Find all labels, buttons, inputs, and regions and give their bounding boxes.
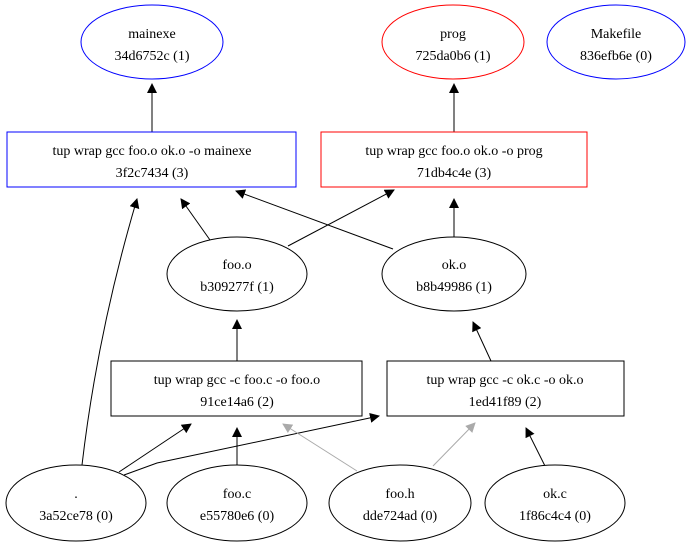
node-prog-shape [381,4,525,80]
node-mainexe-shape [80,4,224,80]
node-foo-o-hash: b309277f (1) [200,280,274,295]
node-dot-shape [5,464,147,542]
node-dot-hash: 3a52ce78 (0) [39,509,113,524]
node-cmd-prog[interactable]: tup wrap gcc foo.o ok.o -o prog 71db4c4e… [320,131,588,188]
node-ok-c-hash: 1f86c4c4 (0) [519,509,591,524]
node-makefile[interactable]: Makefile 836efb6e (0) [546,4,686,80]
node-cmd-foo-name: tup wrap gcc -c foo.c -o foo.o [154,373,320,388]
node-foo-h-name: foo.h [385,487,414,502]
node-ok-c-shape [484,464,626,542]
edge-foo_o-cmd_prog [287,189,395,247]
node-ok-o-name: ok.o [442,258,467,273]
node-cmd-prog-shape [320,131,588,188]
node-cmd-ok-name: tup wrap gcc -c ok.c -o ok.o [426,373,583,388]
node-foo-h-shape [328,464,472,542]
edge-dot-cmd_mainexe [81,198,140,466]
node-cmd-ok-shape [386,360,625,417]
edge-foo_h-cmd_foo [282,423,358,472]
node-foo-c-shape [166,464,308,542]
node-cmd-ok-hash: 1ed41f89 (2) [469,395,542,410]
node-foo-o-name: foo.o [222,258,251,273]
node-cmd-prog-hash: 71db4c4e (3) [417,166,492,181]
node-cmd-mainexe-hash: 3f2c7434 (3) [116,166,189,181]
node-prog[interactable]: prog 725da0b6 (1) [381,4,525,80]
node-foo-o-shape [166,236,308,312]
node-foo-c-name: foo.c [223,487,251,502]
node-mainexe-name: mainexe [128,27,175,42]
node-ok-o-hash: b8b49986 (1) [416,280,492,295]
node-makefile-name: Makefile [591,27,642,42]
node-ok-c-name: ok.c [543,487,567,502]
node-makefile-shape [546,4,686,80]
node-mainexe-hash: 34d6752c (1) [114,49,189,64]
node-foo-c-hash: e55780e6 (0) [200,509,275,524]
edge-dot-cmd_foo [118,423,192,473]
node-ok-o[interactable]: ok.o b8b49986 (1) [381,236,527,312]
node-cmd-mainexe-shape [6,131,297,188]
node-ok-o-shape [381,236,527,312]
edge-ok_c-cmd_ok [525,427,546,467]
node-prog-hash: 725da0b6 (1) [415,49,490,64]
node-cmd-mainexe[interactable]: tup wrap gcc foo.o ok.o -o mainexe 3f2c7… [6,131,297,188]
node-mainexe[interactable]: mainexe 34d6752c (1) [80,4,224,80]
node-makefile-hash: 836efb6e (0) [580,49,652,64]
node-foo-h-hash: dde724ad (0) [363,509,438,524]
node-cmd-foo[interactable]: tup wrap gcc -c foo.c -o foo.o 91ce14a6 … [110,360,363,417]
edge-foo_h-cmd_ok [432,422,476,467]
node-prog-name: prog [440,27,466,42]
edges [81,83,546,476]
edge-ok_o-cmd_mainexe [235,189,394,250]
node-cmd-mainexe-name: tup wrap gcc foo.o ok.o -o mainexe [52,144,251,159]
node-cmd-ok[interactable]: tup wrap gcc -c ok.c -o ok.o 1ed41f89 (2… [386,360,625,417]
edge-foo_o-cmd_mainexe [180,198,211,241]
node-cmd-prog-name: tup wrap gcc foo.o ok.o -o prog [365,144,542,159]
node-dot-name: . [74,487,78,502]
node-dot[interactable]: . 3a52ce78 (0) [5,464,147,542]
node-cmd-foo-hash: 91ce14a6 (2) [200,395,274,410]
node-foo-h[interactable]: foo.h dde724ad (0) [328,464,472,542]
node-foo-c[interactable]: foo.c e55780e6 (0) [166,464,308,542]
node-ok-c[interactable]: ok.c 1f86c4c4 (0) [484,464,626,542]
node-cmd-foo-shape [110,360,363,417]
edge-cmd_ok-ok_o [472,321,492,362]
edge-dot-cmd_ok [123,412,380,476]
node-foo-o[interactable]: foo.o b309277f (1) [166,236,308,312]
